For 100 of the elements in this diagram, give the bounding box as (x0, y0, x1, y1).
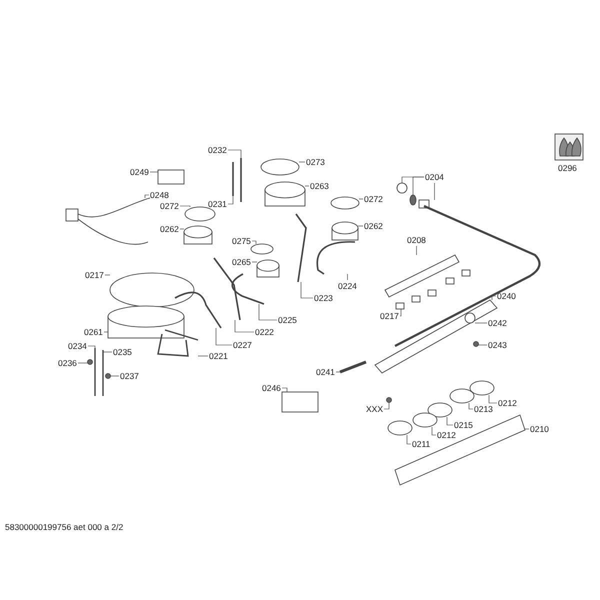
gasket-ring (260, 158, 300, 176)
callout-number: XXX (366, 404, 384, 414)
callout-number: 0246 (262, 383, 281, 393)
callout-number: 0225 (278, 315, 297, 325)
leader-line (228, 196, 234, 204)
callout-number: 0208 (407, 235, 426, 245)
callout-number: 0273 (306, 157, 325, 167)
leader-line (384, 402, 390, 410)
callout-number: 0272 (160, 201, 179, 211)
callout-number: 0272 (364, 194, 383, 204)
gas-pipe (316, 241, 356, 275)
leader-line (144, 194, 150, 198)
callout-number: 0232 (208, 145, 227, 155)
callout-number: 0221 (209, 351, 228, 361)
gas-valve (428, 402, 452, 418)
gasket-ring (250, 244, 274, 254)
callout-number: 0236 (58, 358, 77, 368)
leader-line (416, 246, 417, 256)
gas-valve (412, 412, 438, 428)
callout-number: 0231 (208, 199, 227, 209)
leader-line (78, 362, 88, 364)
ignition-module (158, 170, 184, 184)
leader-line (474, 322, 488, 324)
callout-number: 0204 (425, 172, 444, 182)
callout-number: 0212 (437, 430, 456, 440)
leader-line (252, 240, 256, 244)
burner-cup (264, 182, 306, 206)
leader-line (282, 388, 288, 392)
leader-line (216, 328, 232, 346)
gas-valve (470, 380, 494, 396)
valve-holder (394, 414, 526, 486)
leader-line (488, 394, 498, 404)
gas-pipe (295, 214, 307, 282)
leader-line (432, 426, 436, 436)
seal-ring (410, 194, 416, 206)
callout-number: 0265 (232, 257, 251, 267)
callout-number: 0217 (85, 270, 104, 280)
callout-number: 0275 (232, 236, 251, 246)
leader-line (492, 296, 496, 300)
callout-number: 0262 (160, 224, 179, 234)
callout-number: 0262 (364, 221, 383, 231)
leader-line (228, 150, 242, 158)
nut (87, 359, 93, 365)
burner-cup (184, 226, 212, 244)
callout-number: 0213 (474, 404, 493, 414)
gas-pipe (231, 273, 264, 305)
leader-line (412, 176, 424, 196)
gas-valve (388, 420, 412, 436)
leader-line (88, 346, 96, 348)
gasket-ring (330, 196, 360, 210)
callout-number: 0242 (488, 318, 507, 328)
nut (105, 373, 111, 379)
callout-number: 0243 (488, 340, 507, 350)
callout-number: 0249 (130, 167, 149, 177)
callout-number: 0261 (84, 327, 103, 337)
callout-number: 0210 (530, 424, 549, 434)
callout-number: 0212 (498, 398, 517, 408)
leader-line (180, 206, 190, 208)
leader-line (468, 402, 474, 410)
callout-number: 0234 (68, 341, 87, 351)
leader-line (524, 428, 530, 430)
leader-line (300, 282, 314, 298)
callout-number: 0235 (113, 347, 132, 357)
leader-line (104, 274, 110, 276)
leader-line (234, 320, 254, 332)
callout-number: 0240 (497, 291, 516, 301)
callout-number: 0227 (233, 340, 252, 350)
leader-line (180, 228, 184, 230)
gas-pipe (157, 329, 199, 357)
leader-line (406, 434, 412, 444)
leader-line (446, 416, 454, 426)
callout-number: 0237 (120, 371, 139, 381)
burner-ring (110, 272, 194, 308)
screw (386, 397, 392, 403)
bracket (339, 360, 367, 374)
leader-line (347, 274, 348, 280)
gasket-ring (184, 206, 216, 222)
callout-number: 0241 (316, 367, 335, 377)
callout-number: 0211 (412, 439, 430, 449)
callout-number: 0224 (338, 281, 357, 291)
leader-line (400, 308, 402, 316)
wiring-harness (66, 198, 150, 245)
burner-body (108, 306, 184, 338)
burner-cup (256, 260, 280, 278)
gas-pipe (174, 292, 222, 328)
leader-line (434, 182, 435, 200)
part-number: 0296 (558, 163, 577, 173)
callout-number: 0215 (454, 420, 473, 430)
leader-line (358, 198, 364, 200)
callout-number: 0217 (380, 311, 399, 321)
callout-number: 0248 (150, 190, 169, 200)
leader-line (478, 344, 488, 346)
callout-number: 0222 (255, 327, 274, 337)
document-number: 58300000199756 aet 000 a 2/2 (5, 522, 124, 532)
burner-cup (332, 222, 358, 240)
callout-number: 0263 (310, 181, 329, 191)
control-box (282, 392, 318, 412)
leader-line (258, 304, 278, 320)
pipe-elbow (396, 182, 408, 194)
gas-valve (450, 388, 474, 404)
